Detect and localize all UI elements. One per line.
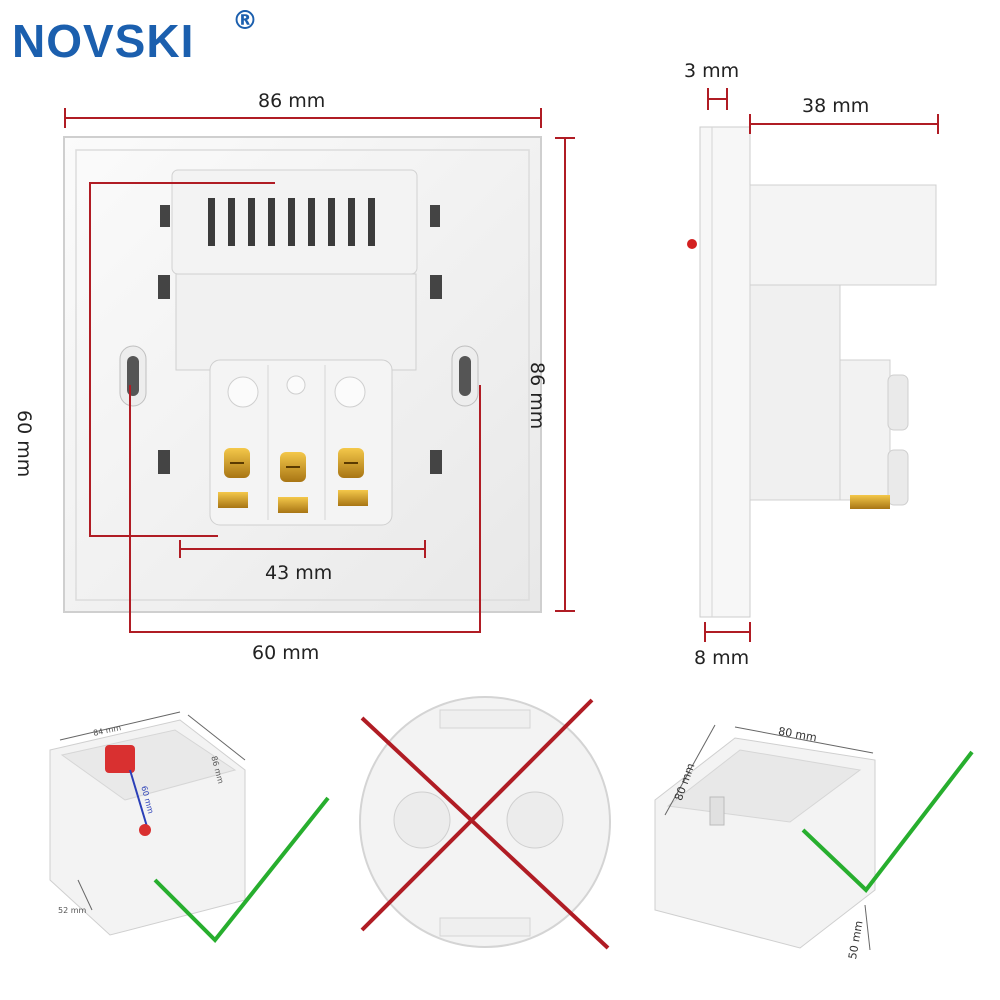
wrong-cross xyxy=(360,698,610,950)
side-base-label: 8 mm xyxy=(694,647,750,669)
check-mark-right xyxy=(801,750,974,893)
front-width-label: 86 mm xyxy=(258,90,326,112)
terminal-width-label: 43 mm xyxy=(265,562,333,584)
front-height-label: 86 mm xyxy=(526,362,548,430)
brand-logo: NOVSKI xyxy=(12,15,195,67)
box-left-depth-label: 52 mm xyxy=(58,906,87,915)
side-dimension-lines xyxy=(704,88,939,642)
square-box-left xyxy=(49,711,246,936)
socket-back-view xyxy=(63,136,542,613)
socket-side-view xyxy=(687,126,937,618)
side-panel-label: 3 mm xyxy=(684,60,740,82)
square-box-right xyxy=(654,724,876,951)
registered-mark: ® xyxy=(232,6,258,36)
front-dimension-lines xyxy=(64,108,575,633)
mount-inner-height-label: 60 mm xyxy=(13,410,35,478)
mount-hole-spacing-label: 60 mm xyxy=(252,642,320,664)
round-box xyxy=(359,696,611,948)
side-depth-label: 38 mm xyxy=(802,95,870,117)
check-mark-left xyxy=(153,796,330,943)
